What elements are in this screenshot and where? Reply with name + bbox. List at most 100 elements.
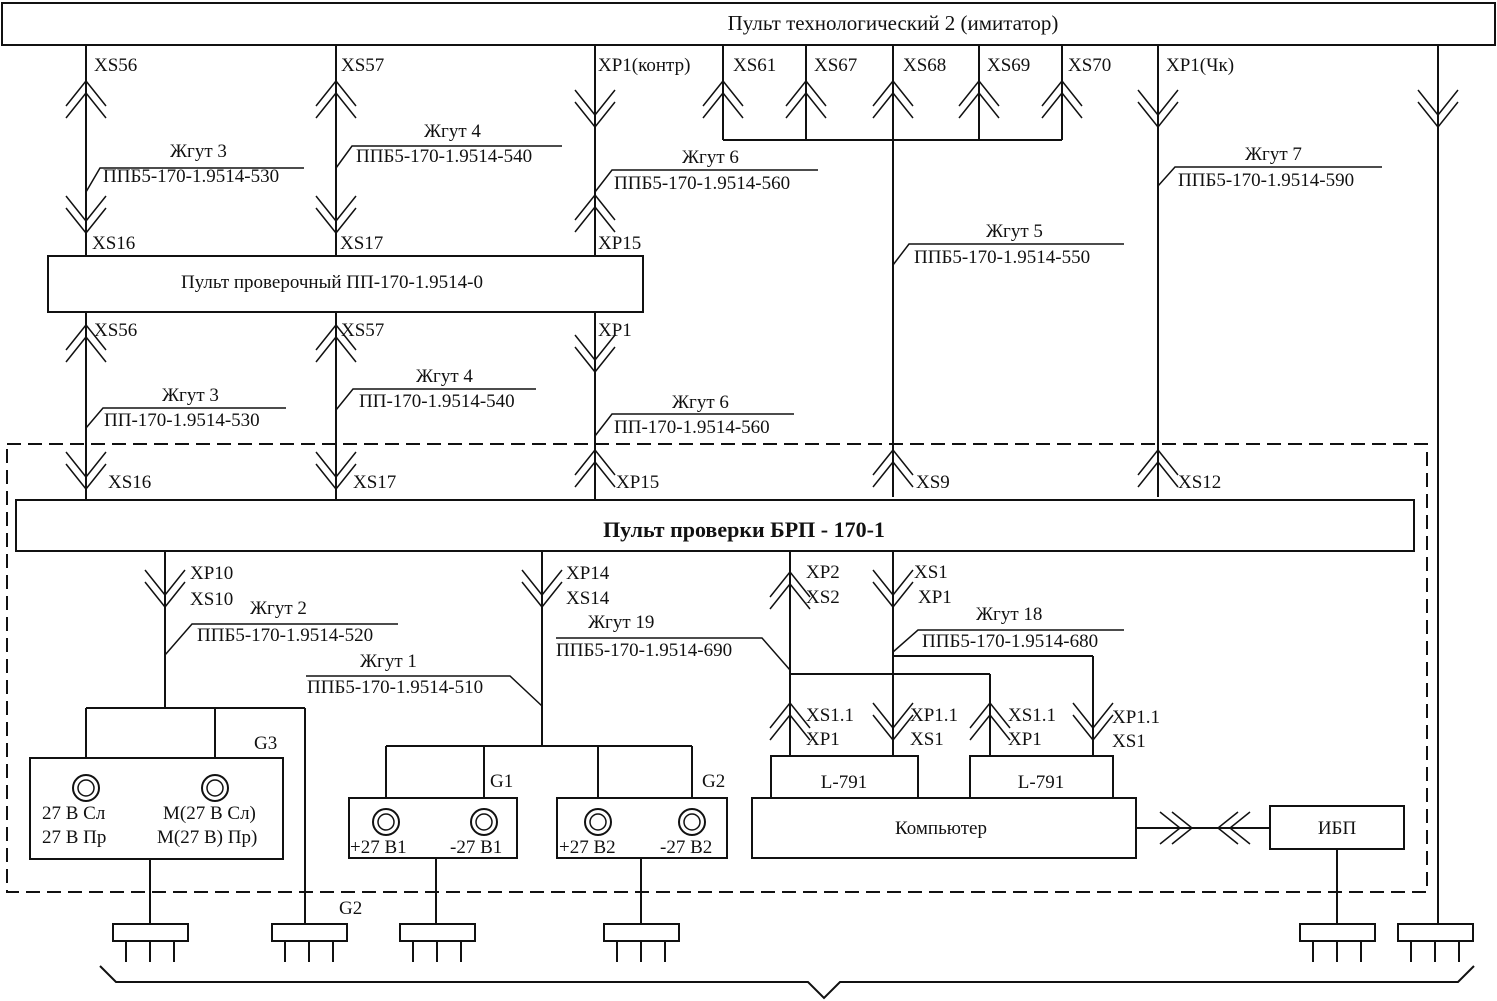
- ups-label: ИБП: [1318, 818, 1357, 839]
- test-console-block: [47, 255, 644, 313]
- supply-g3: [29, 757, 284, 860]
- conn-xs57-mid: XS57: [341, 320, 384, 341]
- connector-down-icon: [872, 702, 914, 742]
- conn-xs16-low: XS16: [108, 472, 151, 493]
- g3-right-line-2: М(27 В) Пр): [157, 827, 257, 848]
- connector-up-icon: [315, 79, 357, 119]
- harness-7-name: Жгут 7: [1245, 144, 1302, 165]
- conn-xp2: XP2: [806, 562, 840, 583]
- connector-down-icon: [1417, 89, 1459, 129]
- terminal-icon: [470, 808, 498, 836]
- harness-19-code: ППБ5-170-1.9514-690: [556, 640, 732, 661]
- simulator-label: Пульт технологический 2 (имитатор): [728, 11, 1059, 35]
- harness-2-code: ППБ5-170-1.9514-520: [197, 625, 373, 646]
- plug-left-icon: [1216, 811, 1251, 845]
- conn-xp15-mid: XP15: [598, 233, 641, 254]
- connector-down-icon: [65, 451, 107, 491]
- computer-label: Компьютер: [895, 818, 987, 839]
- harness-5-name: Жгут 5: [986, 221, 1043, 242]
- conn-xs1-1-a: XS1.1: [806, 705, 854, 726]
- l791-module-a: [770, 755, 919, 799]
- connector-up-icon: [785, 79, 827, 119]
- conn-xs56-mid: XS56: [94, 320, 137, 341]
- brp-console-label: Пульт проверки БРП - 170-1: [603, 517, 885, 542]
- harness-18-code: ППБ5-170-1.9514-680: [922, 631, 1098, 652]
- g1-label: G1: [490, 771, 513, 792]
- mains-plug-icon: [1397, 923, 1474, 962]
- mains-plug-icon: [603, 923, 680, 962]
- conn-xs1-1-b: XS1.1: [1008, 705, 1056, 726]
- connector-up-icon: [574, 448, 616, 488]
- l791-a-label: L-791: [821, 772, 867, 793]
- connector-up-icon: [1137, 448, 1179, 488]
- harness-5-code: ППБ5-170-1.9514-550: [914, 247, 1090, 268]
- mains-plug-icon: [1299, 923, 1376, 962]
- computer-block: [751, 797, 1137, 859]
- g2-plus: +27 В2: [559, 837, 616, 858]
- terminal-icon: [72, 774, 100, 802]
- terminal-icon: [372, 808, 400, 836]
- conn-xp1-1-b: XP1.1: [1112, 707, 1160, 728]
- harness-3-mid-name: Жгут 3: [162, 385, 219, 406]
- g1-minus: -27 В1: [450, 837, 502, 858]
- terminal-icon: [584, 808, 612, 836]
- connector-up-icon: [315, 323, 357, 363]
- l791-module-b: [969, 755, 1114, 799]
- connector-down-icon: [1072, 702, 1114, 742]
- brp-console-block: [15, 499, 1415, 552]
- connector-up-icon: [958, 79, 1000, 119]
- connector-up-icon: [65, 323, 107, 363]
- mains-plug-icon: [399, 923, 476, 962]
- harness-1-code: ППБ5-170-1.9514-510: [307, 677, 483, 698]
- g3-left-line-1: 27 В Сл: [42, 803, 106, 824]
- connector-up-icon: [702, 79, 744, 119]
- connector-up-icon: [872, 79, 914, 119]
- harness-6-mid-code: ПП-170-1.9514-560: [614, 417, 770, 438]
- connector-up-icon: [969, 701, 1011, 741]
- harness-6-code: ППБ5-170-1.9514-560: [614, 173, 790, 194]
- harness-1-name: Жгут 1: [360, 651, 417, 672]
- conn-xp1-chk: XP1(Чк): [1166, 55, 1234, 76]
- mains-brace: [99, 965, 1475, 1000]
- harness-3-name: Жгут 3: [170, 141, 227, 162]
- harness-4-name: Жгут 4: [424, 121, 481, 142]
- conn-xs70: XS70: [1068, 55, 1111, 76]
- harness-6-mid-name: Жгут 6: [672, 392, 729, 413]
- harness-2-name: Жгут 2: [250, 598, 307, 619]
- conn-xp1-mid: XP1: [598, 320, 632, 341]
- conn-xs2: XS2: [806, 587, 840, 608]
- conn-xs57-top: XS57: [341, 55, 384, 76]
- harness-19-name: Жгут 19: [588, 612, 654, 633]
- conn-xp15-low: XP15: [616, 472, 659, 493]
- conn-xs56-top: XS56: [94, 55, 137, 76]
- harness-3-mid-code: ПП-170-1.9514-530: [104, 410, 260, 431]
- harness-7-code: ППБ5-170-1.9514-590: [1178, 170, 1354, 191]
- g3-left-line-2: 27 В Пр: [42, 827, 106, 848]
- harness-18-name: Жгут 18: [976, 604, 1042, 625]
- conn-xs17-low: XS17: [353, 472, 396, 493]
- conn-xs9: XS9: [916, 472, 950, 493]
- conn-xs10: XS10: [190, 589, 233, 610]
- harness-4-code: ППБ5-170-1.9514-540: [356, 146, 532, 167]
- conn-xs16-mid: XS16: [92, 233, 135, 254]
- g3-right-line-1: М(27 В Сл): [163, 803, 256, 824]
- g2-plug-label: G2: [339, 898, 362, 919]
- harness-6-name: Жгут 6: [682, 147, 739, 168]
- g2-minus: -27 В2: [660, 837, 712, 858]
- connector-up-icon: [1041, 79, 1083, 119]
- conn-xp14: XP14: [566, 563, 610, 584]
- terminal-icon: [678, 808, 706, 836]
- connector-down-icon: [574, 334, 616, 374]
- connector-down-icon: [65, 195, 107, 235]
- connector-down-icon: [315, 195, 357, 235]
- conn-xs14: XS14: [566, 588, 610, 609]
- conn-xs12: XS12: [1178, 472, 1221, 493]
- supply-g2: [556, 797, 728, 859]
- l791-b-label: L-791: [1018, 772, 1064, 793]
- connector-up-icon: [574, 193, 616, 233]
- connector-up-icon: [65, 79, 107, 119]
- connector-down-icon: [872, 569, 914, 609]
- conn-xs68: XS68: [903, 55, 946, 76]
- conn-xp10: XP10: [190, 563, 233, 584]
